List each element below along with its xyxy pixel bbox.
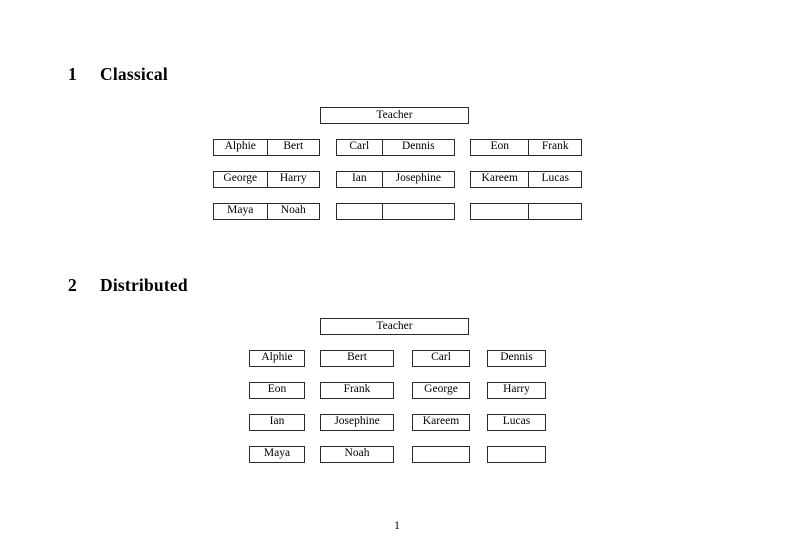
- section-heading-distributed: 2 Distributed: [68, 275, 188, 296]
- student-cell[interactable]: George: [223, 172, 258, 185]
- student-box[interactable]: Noah: [320, 446, 394, 463]
- student-group[interactable]: Kareem Lucas: [470, 171, 582, 188]
- student-cell[interactable]: Lucas: [502, 415, 531, 428]
- student-cell[interactable]: Kareem: [481, 172, 518, 185]
- student-cell[interactable]: Lucas: [528, 172, 581, 187]
- student-cell[interactable]: Ian: [269, 415, 285, 428]
- student-group-empty[interactable]: [470, 203, 582, 220]
- student-box-empty[interactable]: [412, 446, 470, 463]
- student-cell[interactable]: Maya: [227, 204, 254, 217]
- student-box[interactable]: Eon: [249, 382, 305, 399]
- section-title: Classical: [100, 64, 168, 84]
- student-cell[interactable]: Frank: [343, 383, 371, 396]
- student-group[interactable]: Eon Frank: [470, 139, 582, 156]
- student-cell[interactable]: Bert: [347, 351, 367, 364]
- student-box[interactable]: Maya: [249, 446, 305, 463]
- distributed-row-1: Alphie Bert Carl Dennis: [249, 350, 546, 367]
- student-box-empty[interactable]: [487, 446, 546, 463]
- student-cell[interactable]: Alphie: [261, 351, 293, 364]
- student-cell[interactable]: [337, 204, 382, 219]
- classical-col1-row2: George Harry: [213, 171, 320, 188]
- teacher-box-classical[interactable]: Teacher: [320, 107, 469, 124]
- student-box[interactable]: George: [412, 382, 470, 399]
- student-cell[interactable]: [528, 204, 581, 219]
- student-group[interactable]: George Harry: [213, 171, 320, 188]
- student-cell[interactable]: [381, 204, 454, 219]
- student-cell[interactable]: Josephine: [334, 415, 380, 428]
- student-box[interactable]: Kareem: [412, 414, 470, 431]
- student-box[interactable]: Carl: [412, 350, 470, 367]
- student-box[interactable]: Dennis: [487, 350, 546, 367]
- student-box[interactable]: Josephine: [320, 414, 394, 431]
- student-box[interactable]: Bert: [320, 350, 394, 367]
- student-cell[interactable]: [488, 447, 545, 462]
- student-box[interactable]: Harry: [487, 382, 546, 399]
- classical-col3-row1: Eon Frank: [470, 139, 582, 156]
- page-number: 1: [394, 520, 400, 532]
- student-cell[interactable]: Dennis: [381, 140, 454, 155]
- teacher-box-distributed[interactable]: Teacher: [320, 318, 469, 335]
- student-cell[interactable]: Dennis: [500, 351, 533, 364]
- student-group-empty[interactable]: [336, 203, 455, 220]
- student-group[interactable]: Maya Noah: [213, 203, 320, 220]
- student-cell[interactable]: Frank: [528, 140, 581, 155]
- student-group[interactable]: Ian Josephine: [336, 171, 455, 188]
- student-box[interactable]: Alphie: [249, 350, 305, 367]
- student-cell[interactable]: Josephine: [381, 172, 454, 187]
- section-title: Distributed: [100, 275, 188, 295]
- student-cell[interactable]: Ian: [351, 172, 367, 185]
- distributed-row-3: Ian Josephine Kareem Lucas: [249, 414, 546, 431]
- classical-col2-row3: [336, 203, 455, 220]
- student-box[interactable]: Ian: [249, 414, 305, 431]
- student-group[interactable]: Carl Dennis: [336, 139, 455, 156]
- distributed-row-4: Maya Noah: [249, 446, 546, 463]
- classical-col2-row2: Ian Josephine: [336, 171, 455, 188]
- classical-col3-row2: Kareem Lucas: [470, 171, 582, 188]
- student-box[interactable]: Lucas: [487, 414, 546, 431]
- section-number: 2: [68, 275, 77, 295]
- student-cell[interactable]: Noah: [266, 204, 320, 219]
- classical-col2-row1: Carl Dennis: [336, 139, 455, 156]
- student-cell[interactable]: Noah: [344, 447, 370, 460]
- student-group[interactable]: Alphie Bert: [213, 139, 320, 156]
- student-cell[interactable]: Kareem: [422, 415, 460, 428]
- student-cell[interactable]: Bert: [266, 140, 320, 155]
- student-cell[interactable]: [413, 447, 469, 462]
- student-cell[interactable]: Alphie: [224, 140, 256, 153]
- student-cell[interactable]: Carl: [431, 351, 451, 364]
- student-cell[interactable]: Eon: [267, 383, 287, 396]
- student-cell[interactable]: Harry: [266, 172, 320, 187]
- section-heading-classical: 1 Classical: [68, 64, 168, 85]
- distributed-row-2: Eon Frank George Harry: [249, 382, 546, 399]
- classical-col1-row1: Alphie Bert: [213, 139, 320, 156]
- section-number: 1: [68, 64, 77, 84]
- student-cell[interactable]: Maya: [263, 447, 291, 460]
- student-cell[interactable]: Carl: [349, 140, 370, 153]
- classical-col3-row3: [470, 203, 582, 220]
- student-cell[interactable]: [471, 204, 528, 219]
- classical-col1-row3: Maya Noah: [213, 203, 320, 220]
- student-cell[interactable]: Harry: [503, 383, 530, 396]
- student-box[interactable]: Frank: [320, 382, 394, 399]
- student-cell[interactable]: Eon: [490, 140, 509, 153]
- student-cell[interactable]: George: [424, 383, 458, 396]
